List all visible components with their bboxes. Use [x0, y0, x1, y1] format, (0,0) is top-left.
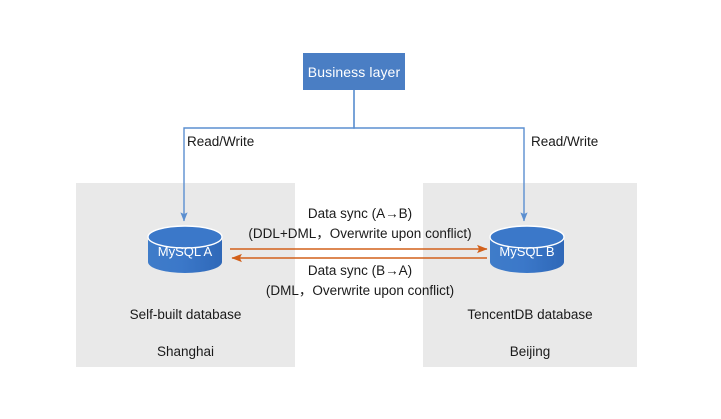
- caption-region-shanghai: Shanghai: [156, 344, 215, 359]
- label-read-write-right: Read/Write: [531, 134, 599, 149]
- sync-label-a-to-b: Data sync (A→B) (DDL+DML，Overwrite upon …: [229, 204, 491, 243]
- label-read-write-left: Read/Write: [187, 134, 255, 149]
- caption-tencentdb-database: TencentDB database: [467, 307, 593, 322]
- caption-region-beijing: Beijing: [509, 344, 551, 359]
- sync-b-to-a-detail: (DML，Overwrite upon conflict): [265, 282, 455, 298]
- sync-a-to-b-detail: (DDL+DML，Overwrite upon conflict): [248, 225, 472, 241]
- caption-self-built-database: Self-built database: [129, 307, 242, 322]
- sync-b-to-a-title: Data sync (B→A): [307, 263, 413, 278]
- sync-a-to-b-title: Data sync (A→B): [307, 206, 413, 221]
- sync-label-b-to-a: Data sync (B→A) (DML，Overwrite upon conf…: [229, 261, 491, 300]
- business-layer-node[interactable]: Business layer: [303, 53, 405, 90]
- business-layer-label: Business layer: [307, 63, 401, 80]
